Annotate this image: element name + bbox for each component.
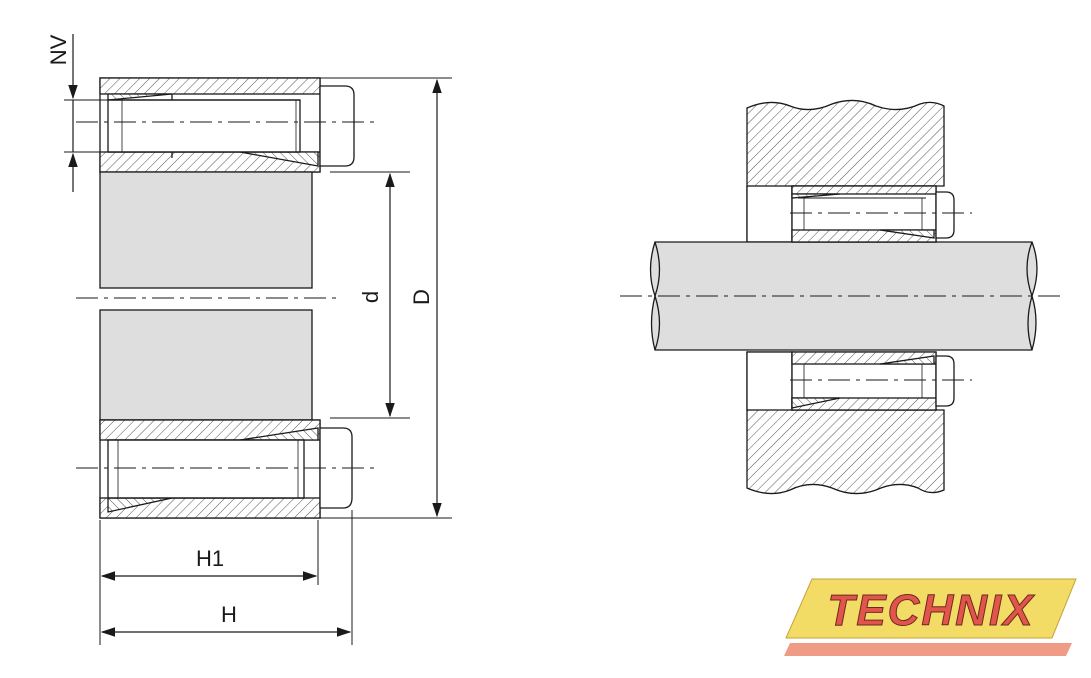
label-h: H xyxy=(221,602,237,627)
technix-logo: TECHNIX xyxy=(784,578,1077,656)
extension-lines xyxy=(64,77,452,645)
assembly-upper-clamp xyxy=(791,185,955,243)
top-bolt-head xyxy=(319,85,355,167)
assembly-view xyxy=(649,99,1038,495)
top-clamp-ring xyxy=(99,77,321,173)
label-D: D xyxy=(409,289,434,305)
logo-banner xyxy=(785,578,1077,639)
upper-hub-block xyxy=(99,171,313,289)
center-lines-left xyxy=(76,121,380,469)
logo-text: TECHNIX xyxy=(827,586,1035,635)
housing-lower xyxy=(746,351,945,495)
center-lines-right xyxy=(620,212,1060,381)
dimension-lines xyxy=(68,34,442,637)
label-h1: H1 xyxy=(196,546,224,571)
lower-hub-block xyxy=(99,309,313,421)
assembly-lower-clamp xyxy=(791,351,955,411)
bottom-clamp-ring xyxy=(99,419,321,519)
label-d: d xyxy=(358,291,383,303)
label-nv: NV xyxy=(46,34,71,65)
logo-stripe xyxy=(784,643,1072,656)
housing-upper xyxy=(746,99,945,243)
